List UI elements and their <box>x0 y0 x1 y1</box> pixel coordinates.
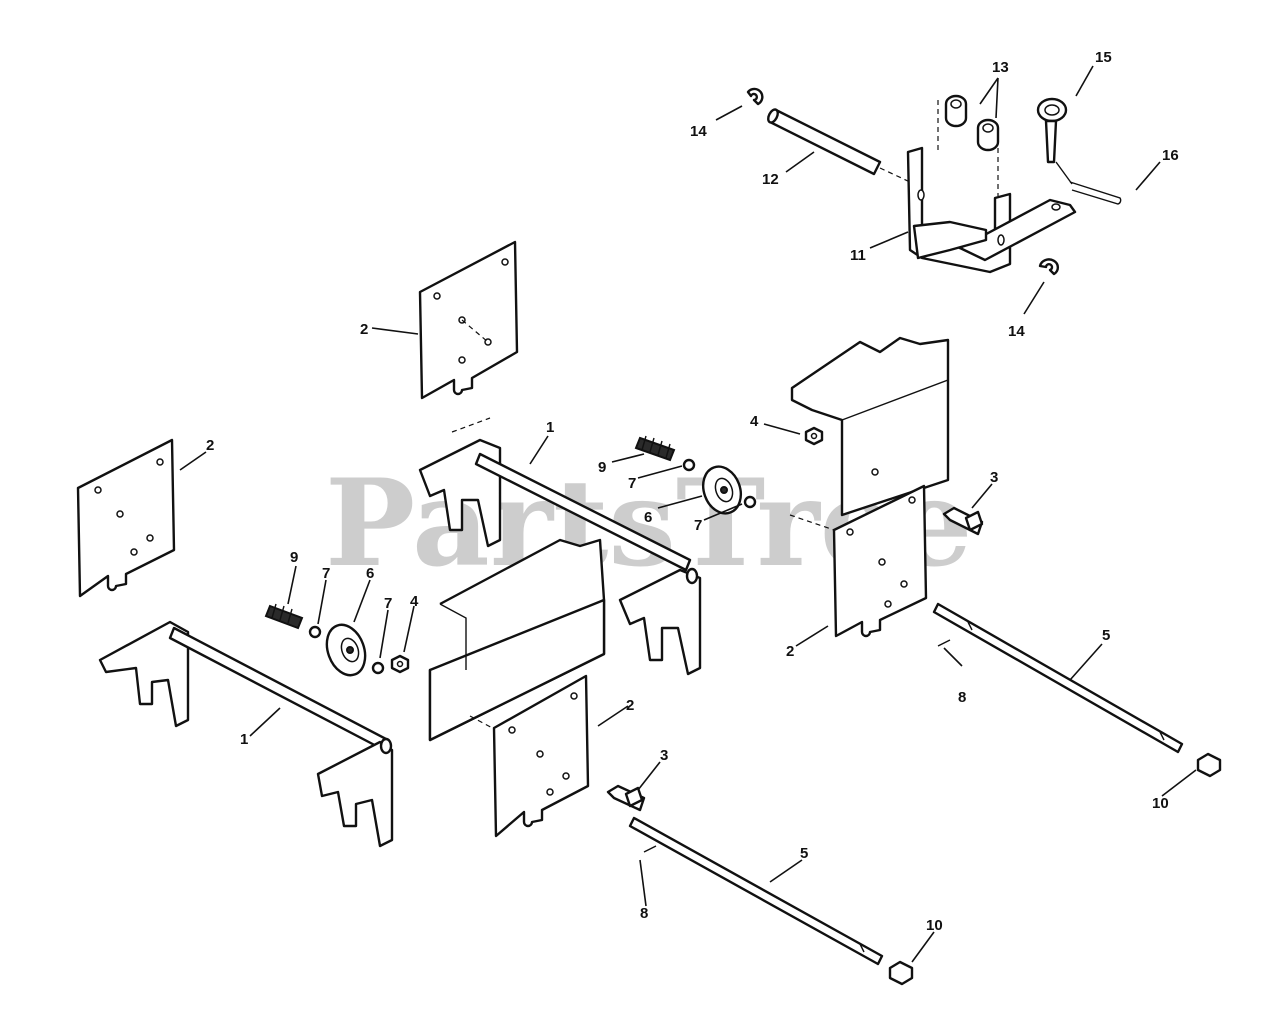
bushing-13-b <box>976 118 1000 152</box>
e-ring-14-top <box>746 87 764 106</box>
nut-4-lower <box>390 654 410 674</box>
bushing-13-a <box>944 94 968 128</box>
dash-line <box>451 417 491 433</box>
callout-8-right: 8 <box>958 689 966 706</box>
bolt-3-upper <box>942 506 984 536</box>
rod-5-lower <box>628 816 884 966</box>
leader-lines <box>179 65 1197 963</box>
callout-7-lower-b: 7 <box>384 595 392 612</box>
cap-10-lower <box>888 960 914 986</box>
rod-5-right <box>932 602 1184 754</box>
callout-2-top: 2 <box>360 321 368 338</box>
callout-12: 12 <box>762 171 779 188</box>
cotter-clip-16 <box>1055 161 1122 205</box>
callout-13: 13 <box>992 59 1009 76</box>
mounting-plate-2-left <box>76 438 176 598</box>
pin-12 <box>767 108 911 183</box>
dash-line <box>789 514 835 531</box>
callout-1-upper: 1 <box>546 419 554 436</box>
callout-9-upper: 9 <box>598 459 606 476</box>
callout-7-upper-b: 7 <box>694 517 702 534</box>
callout-10-right: 10 <box>1152 795 1169 812</box>
callout-7-lower-a: 7 <box>322 565 330 582</box>
callout-7-upper-a: 7 <box>628 475 636 492</box>
callout-2-center: 2 <box>626 697 634 714</box>
callout-14-bottom: 14 <box>1008 323 1025 340</box>
cap-10-right <box>1196 752 1222 778</box>
callout-6-upper: 6 <box>644 509 652 526</box>
callout-10-lower: 10 <box>926 917 943 934</box>
cotter-pin-8-right <box>937 639 951 647</box>
washer-7-lower-b <box>371 661 385 675</box>
callout-labels: 15 13 14 12 16 11 14 2 1 2 4 9 7 6 7 3 9… <box>206 49 1179 934</box>
axle-bracket-1-lower <box>98 620 394 848</box>
callout-6-lower: 6 <box>366 565 374 582</box>
mounting-plate-2-top <box>418 240 519 400</box>
washer-7-upper-a <box>682 458 696 472</box>
callout-1-lower: 1 <box>240 731 248 748</box>
hitch-bracket-11 <box>906 146 1077 274</box>
callout-2-right: 2 <box>786 643 794 660</box>
wheel-6-upper <box>701 465 743 515</box>
callout-16: 16 <box>1162 147 1179 164</box>
callout-5-lower: 5 <box>800 845 808 862</box>
nut-4-upper <box>804 426 824 446</box>
callout-14-top: 14 <box>690 123 707 140</box>
e-ring-14-bottom <box>1038 258 1060 276</box>
mounting-plate-2-center <box>492 674 590 838</box>
frame-section-center <box>428 538 606 742</box>
callout-4-upper: 4 <box>750 413 759 430</box>
mounting-plate-2-right <box>832 484 928 638</box>
callout-2-left: 2 <box>206 437 214 454</box>
washer-7-lower-a <box>308 625 322 639</box>
callout-5-right: 5 <box>1102 627 1110 644</box>
bolt-3-lower <box>606 784 646 812</box>
spring-9-upper <box>634 435 676 462</box>
callout-4-lower: 4 <box>410 593 419 610</box>
dash-line <box>469 715 497 731</box>
spring-9-lower <box>264 603 304 630</box>
callout-11: 11 <box>850 247 866 264</box>
callout-3-lower: 3 <box>660 747 668 764</box>
callout-15: 15 <box>1095 49 1112 66</box>
washer-7-upper-b <box>743 495 757 509</box>
callout-8-lower: 8 <box>640 905 648 922</box>
cotter-pin-8-lower <box>643 845 657 853</box>
wheel-6-lower <box>325 623 367 677</box>
callout-9-lower: 9 <box>290 549 298 566</box>
axle-bracket-1-upper <box>418 438 702 676</box>
frame-section-upper-right <box>790 336 950 517</box>
hitch-pin-15 <box>1036 97 1068 164</box>
callout-3-upper: 3 <box>990 469 998 486</box>
